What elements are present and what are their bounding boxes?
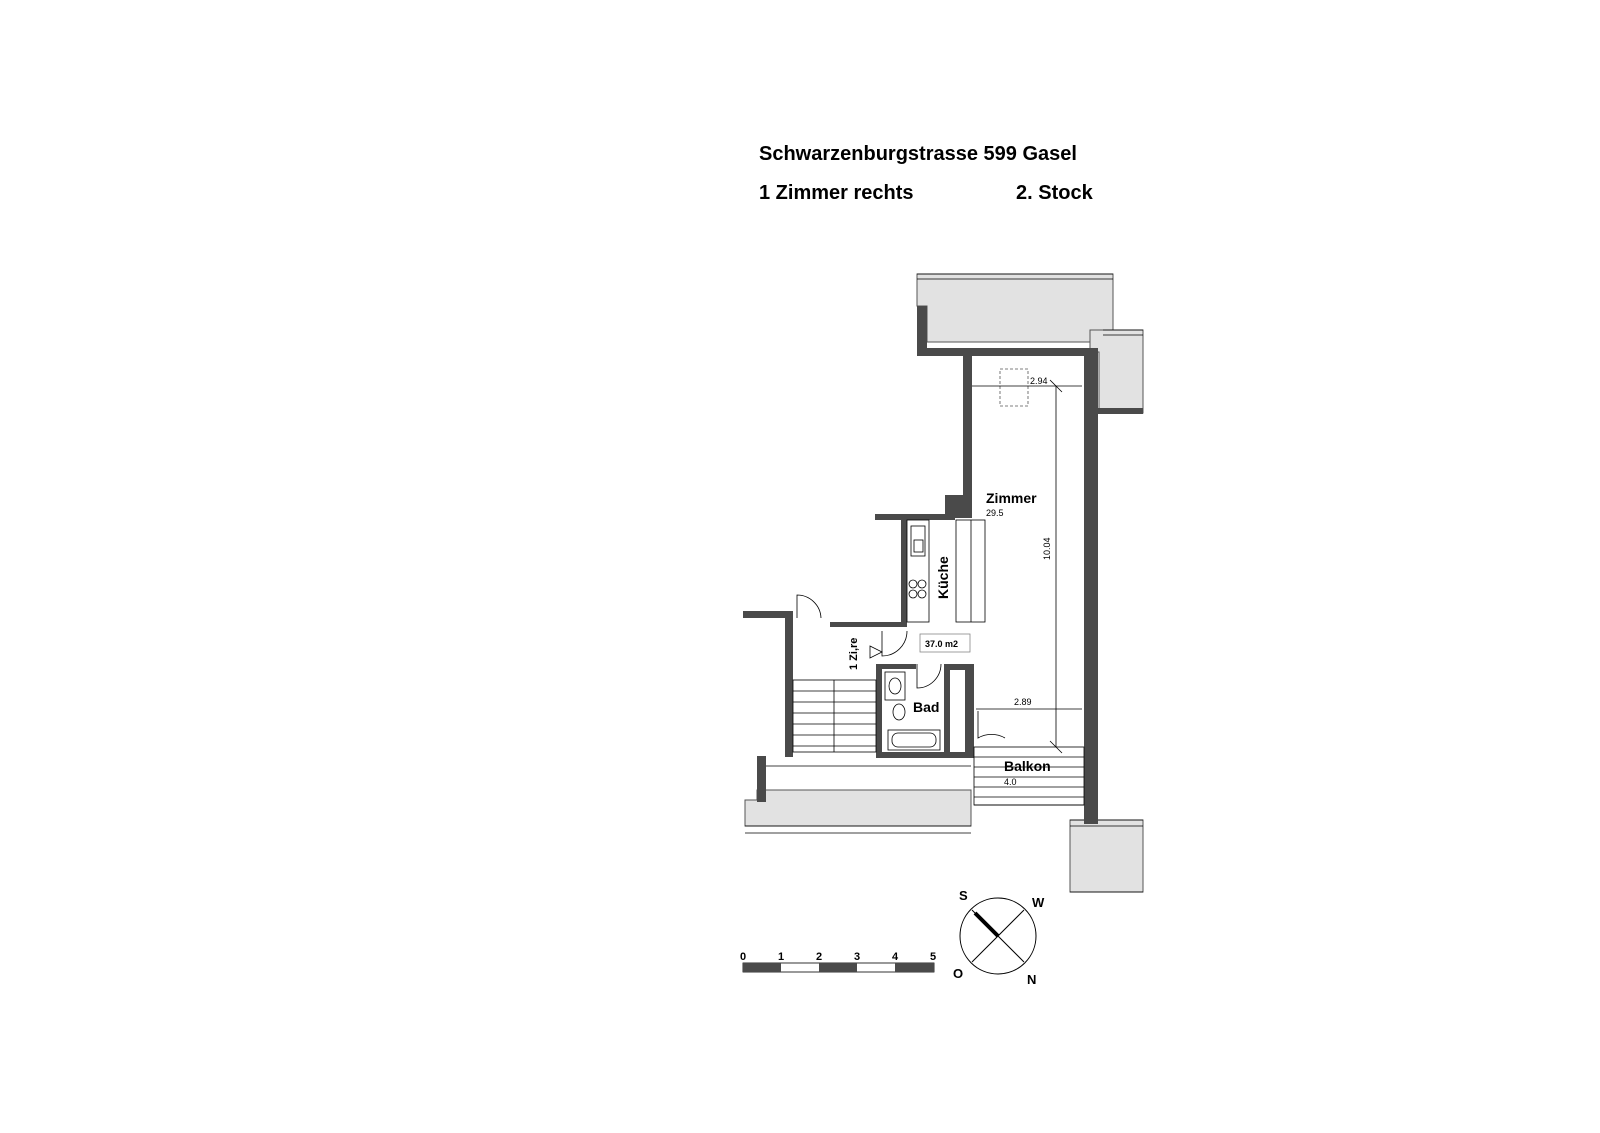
dimension-lines <box>972 368 1082 754</box>
total-area-box <box>919 633 971 653</box>
address-title: Schwarzenburgstrasse 599 Gasel <box>759 143 1077 165</box>
scale-bar: 0 1 2 3 4 5 <box>740 951 936 973</box>
scale-tick-4: 4 <box>892 951 899 963</box>
doors <box>796 594 1006 739</box>
scale-tick-2: 2 <box>816 951 822 963</box>
dimension-top-width: 2.94 <box>1030 376 1048 386</box>
entrance-label: 1 Zi,re <box>848 638 860 670</box>
compass: S W N O <box>953 888 1045 987</box>
room-label-balkon: Balkon <box>1004 758 1051 774</box>
scale-tick-1: 1 <box>778 951 784 963</box>
dimension-length: 10.04 <box>1042 537 1052 560</box>
room-area-balkon: 4.0 <box>1004 777 1017 787</box>
dimension-bottom-width: 2.89 <box>1014 697 1032 707</box>
kitchen-counter <box>906 519 986 623</box>
total-area-label: 37.0 m2 <box>925 639 958 649</box>
scale-tick-0: 0 <box>740 951 746 963</box>
room-label-zimmer: Zimmer <box>986 490 1037 506</box>
walls <box>743 306 1143 824</box>
room-label-kueche: Küche <box>935 556 951 599</box>
balcony <box>973 746 1085 806</box>
compass-n: N <box>1027 972 1036 987</box>
compass-s: S <box>959 888 968 903</box>
staircase <box>792 679 877 753</box>
room-label-bad: Bad <box>913 699 939 715</box>
terraces <box>744 273 1144 893</box>
floor-title: 2. Stock <box>1016 182 1094 204</box>
scale-tick-5: 5 <box>930 951 936 963</box>
bathroom-fixtures <box>884 671 941 751</box>
compass-w: W <box>1032 895 1045 910</box>
unit-title: 1 Zimmer rechts <box>759 182 914 204</box>
compass-o: O <box>953 966 963 981</box>
scale-tick-3: 3 <box>854 951 860 963</box>
room-area-zimmer: 29.5 <box>986 508 1004 518</box>
